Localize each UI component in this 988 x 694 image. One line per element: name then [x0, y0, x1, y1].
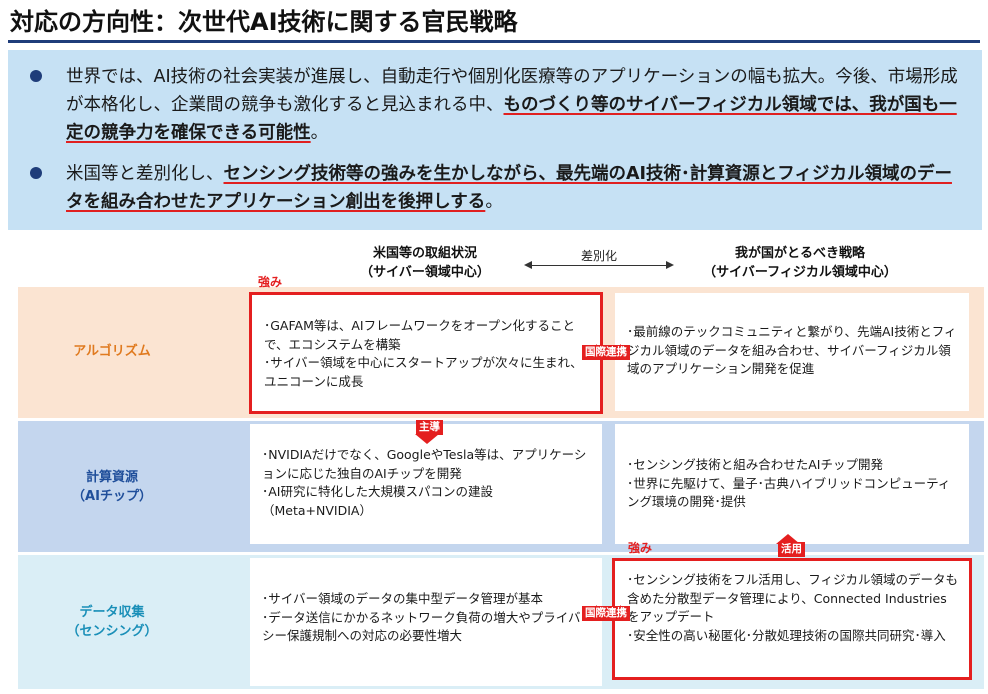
algorithm-japan-box: ･最前線のテックコミュニティと繋がり、先端AI技術とフィジカル領域のデータを組み…: [615, 293, 969, 411]
box-item: ･GAFAM等は、AIフレームワークをオープン化することで、エコシステムを構築: [264, 318, 575, 352]
compute-japan-box: ･センシング技術と組み合わせたAIチップ開発 ･世界に先駆けて、量子･古典ハイブ…: [615, 424, 969, 544]
row-label-algorithm: アルゴリズム: [22, 342, 202, 361]
strength-tag-bottom: 強み: [628, 541, 653, 555]
page-title: 対応の方向性：次世代AI技術に関する官民戦略: [10, 8, 518, 36]
utilize-badge: 活用: [778, 542, 805, 557]
left-column-header: 米国等の取組状況 （サイバー領域中心）: [300, 244, 550, 282]
intl-collab-badge-bottom: 国際連携: [582, 606, 630, 621]
bullet-1-emphasis: ものづくり等のサイバーフィジカル領域では、我が国も一定の競争力を確保できる可能性: [66, 95, 957, 143]
summary-bullet-2: 米国等と差別化し、センシング技術等の強みを生かしながら、最先端のAI技術･計算資…: [30, 160, 960, 216]
row-label-data: データ収集 （センシング）: [22, 603, 202, 641]
box-item: ･安全性の高い秘匿化･分散処理技術の国際共同研究･導入: [627, 627, 946, 643]
data-us-box: ･サイバー領域のデータの集中型データ管理が基本 ･データ送信にかかるネットワーク…: [250, 558, 602, 686]
arrow-up-icon: [776, 534, 800, 544]
box-item: ･最前線のテックコミュニティと繋がり、先端AI技術とフィジカル領域のデータを組み…: [627, 324, 957, 376]
box-item: ･センシング技術と組み合わせたAIチップ開発: [627, 457, 883, 472]
bullet-dot-icon: [30, 70, 42, 82]
row-label-line1: 計算資源: [85, 470, 138, 485]
box-item: ･センシング技術をフル活用し、フィジカル領域のデータも含めた分散型データ管理によ…: [627, 572, 959, 624]
arrow-down-icon: [415, 434, 439, 444]
left-column-title: 米国等の取組状況: [372, 246, 477, 261]
differentiation-arrow: 差別化: [524, 247, 674, 269]
right-column-title: 我が国がとるべき戦略: [734, 246, 865, 261]
data-japan-box: ･センシング技術をフル活用し、フィジカル領域のデータも含めた分散型データ管理によ…: [612, 558, 972, 680]
box-item: ･NVIDIAだけでなく、GoogleやTesla等は、アプリケーションに応じた…: [262, 447, 587, 481]
bullet-2-emphasis: センシング技術等の強みを生かしながら、最先端のAI技術･計算資源とフィジカル領域…: [66, 164, 952, 212]
intl-collab-badge-top: 国際連携: [582, 345, 630, 360]
box-item: ･AI研究に特化した大規模スパコンの建設（Meta+NVIDIA）: [262, 484, 493, 518]
bullet-1-tail: 。: [310, 123, 329, 143]
box-item: ･サイバー領域のデータの集中型データ管理が基本: [262, 591, 544, 606]
strength-tag-top: 強み: [258, 275, 283, 289]
bullet-2-tail: 。: [485, 192, 503, 212]
double-arrow-line: [530, 265, 668, 266]
box-item: ･データ送信にかかるネットワーク負荷の増大やプライバシー保護規制への対応の必要性…: [262, 609, 581, 644]
row-label-line2: （センシング）: [66, 624, 158, 639]
bullet-dot-icon: [30, 167, 42, 179]
title-underline: [8, 40, 980, 43]
arrow-right-icon: [666, 261, 674, 269]
compute-us-box: ･NVIDIAだけでなく、GoogleやTesla等は、アプリケーションに応じた…: [250, 424, 602, 544]
row-label-line1: データ収集: [79, 605, 145, 620]
row-label-line2: （AIチップ）: [72, 489, 152, 504]
bullet-2-text: 米国等と差別化し、: [66, 164, 224, 184]
right-column-header: 我が国がとるべき戦略 （サイバーフィジカル領域中心）: [670, 244, 930, 282]
left-column-subtitle: （サイバー領域中心）: [360, 265, 490, 280]
arrow-left-icon: [524, 261, 532, 269]
algorithm-us-box: ･GAFAM等は、AIフレームワークをオープン化することで、エコシステムを構築 …: [249, 292, 603, 414]
row-label-line1: アルゴリズム: [73, 344, 151, 359]
summary-bullet-1: 世界では、AI技術の社会実装が進展し、自動走行や個別化医療等のアプリケーションの…: [30, 63, 960, 147]
row-label-compute: 計算資源 （AIチップ）: [22, 468, 202, 506]
box-item: ･サイバー領域を中心にスタートアップが次々に生まれ、ユニコーンに成長: [264, 355, 583, 389]
box-item: ･世界に先駆けて、量子･古典ハイブリッドコンピューティング環境の開発･提供: [627, 475, 951, 510]
summary-panel: 世界では、AI技術の社会実装が進展し、自動走行や個別化医療等のアプリケーションの…: [8, 50, 982, 230]
bullet-1-text: 世界では、AI技術の社会実装が進展し、自動走行や個別化医療等のアプリケーションの…: [66, 67, 958, 115]
right-column-subtitle: （サイバーフィジカル領域中心）: [703, 265, 897, 280]
differentiation-label: 差別化: [580, 249, 617, 263]
lead-badge: 主導: [416, 420, 443, 435]
